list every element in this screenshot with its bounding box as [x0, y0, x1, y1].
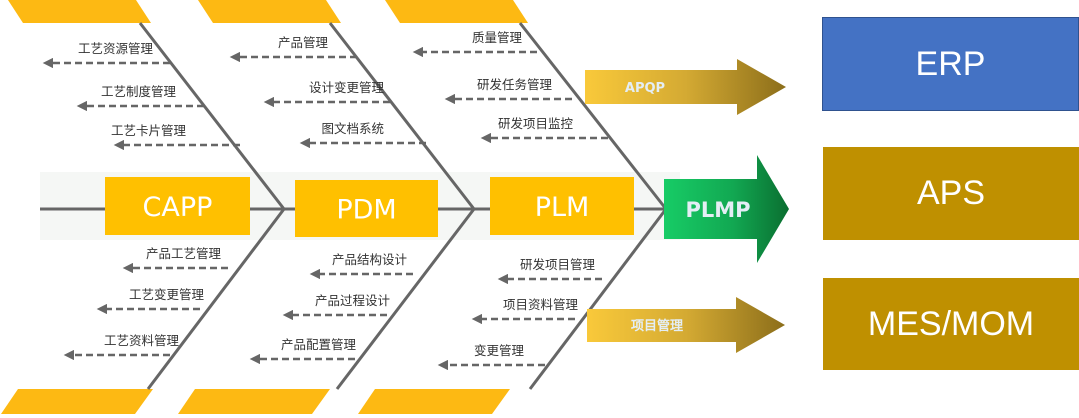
bottom-bar-plm — [358, 389, 510, 414]
item-label: 变更管理 — [474, 343, 525, 358]
item-label: 工艺变更管理 — [129, 287, 205, 302]
top-bar-plm — [385, 0, 528, 23]
bottom-bar-pdm — [178, 389, 330, 414]
system-label-aps: APS — [916, 174, 986, 212]
upper-bone-plm — [518, 22, 668, 210]
system-box-mes-mom: MES/MOM — [823, 278, 1079, 370]
bottom-item-pdm: 产品结构设计 — [309, 252, 413, 280]
item-label: 项目资料管理 — [503, 297, 579, 312]
stage-box-pdm — [295, 180, 438, 237]
project-management-label: 项目管理 — [631, 318, 683, 334]
item-label: 工艺资源管理 — [78, 41, 154, 56]
item-label: 工艺资料管理 — [104, 333, 180, 348]
top-item-pdm: 图文档系统 — [299, 121, 426, 149]
stage-label-capp: CAPP — [143, 192, 213, 223]
stage-box-plm — [490, 177, 634, 235]
system-box-aps: APS — [823, 147, 1079, 240]
top-item-capp: 工艺资源管理 — [42, 41, 170, 69]
bottom-item-capp: 工艺变更管理 — [96, 287, 205, 315]
lower-bone-plm — [528, 208, 668, 390]
bottom-bar-capp — [1, 389, 153, 414]
upper-bone-capp — [138, 22, 286, 210]
item-label: 产品配置管理 — [281, 337, 357, 352]
bottom-item-plm: 研发项目管理 — [497, 257, 602, 285]
apqp-label: APQP — [625, 81, 665, 96]
stage-box-capp — [105, 177, 250, 235]
lower-bone-capp — [146, 208, 286, 390]
top-item-capp: 工艺卡片管理 — [111, 123, 240, 151]
top-item-pdm: 设计变更管理 — [263, 80, 390, 108]
bottom-item-plm: 变更管理 — [437, 343, 545, 371]
bottom-item-plm: 项目资料管理 — [471, 297, 579, 325]
item-label: 工艺卡片管理 — [111, 123, 187, 138]
project-management-arrow: 项目管理 — [587, 297, 785, 353]
system-label-erp: ERP — [915, 44, 986, 83]
stage-label-pdm: PDM — [336, 195, 396, 226]
item-label: 产品结构设计 — [332, 252, 407, 267]
item-label: 工艺制度管理 — [101, 84, 177, 99]
item-label: 研发任务管理 — [477, 77, 553, 92]
item-label: 设计变更管理 — [309, 80, 385, 95]
apqp-arrow: APQP — [585, 59, 786, 115]
item-label: 质量管理 — [472, 30, 523, 45]
top-item-plm: 研发项目监控 — [480, 116, 608, 144]
lower-bone-pdm — [335, 208, 476, 390]
system-box-erp: ERP — [822, 17, 1079, 111]
item-label: 产品工艺管理 — [146, 246, 222, 261]
item-label: 产品过程设计 — [315, 293, 390, 308]
bottom-item-capp: 工艺资料管理 — [63, 333, 180, 361]
item-label: 产品管理 — [278, 35, 329, 50]
item-label: 研发项目监控 — [498, 116, 574, 131]
bottom-item-pdm: 产品配置管理 — [249, 337, 357, 365]
top-item-plm: 质量管理 — [412, 30, 537, 58]
top-bar-pdm — [198, 0, 341, 23]
plmp-label: PLMP — [685, 198, 750, 222]
top-item-plm: 研发任务管理 — [444, 77, 572, 105]
top-bar-capp — [8, 0, 151, 23]
bottom-item-capp: 产品工艺管理 — [122, 246, 228, 274]
stage-label-plm: PLM — [535, 192, 590, 223]
system-label-mes-mom: MES/MOM — [867, 304, 1035, 343]
top-item-pdm: 产品管理 — [229, 35, 357, 63]
plmp-head-arrow: PLMP — [664, 155, 789, 263]
upper-bone-pdm — [328, 22, 476, 210]
item-label: 研发项目管理 — [520, 257, 596, 272]
top-item-capp: 工艺制度管理 — [76, 84, 204, 112]
item-label: 图文档系统 — [321, 121, 384, 136]
bottom-item-pdm: 产品过程设计 — [282, 293, 390, 321]
